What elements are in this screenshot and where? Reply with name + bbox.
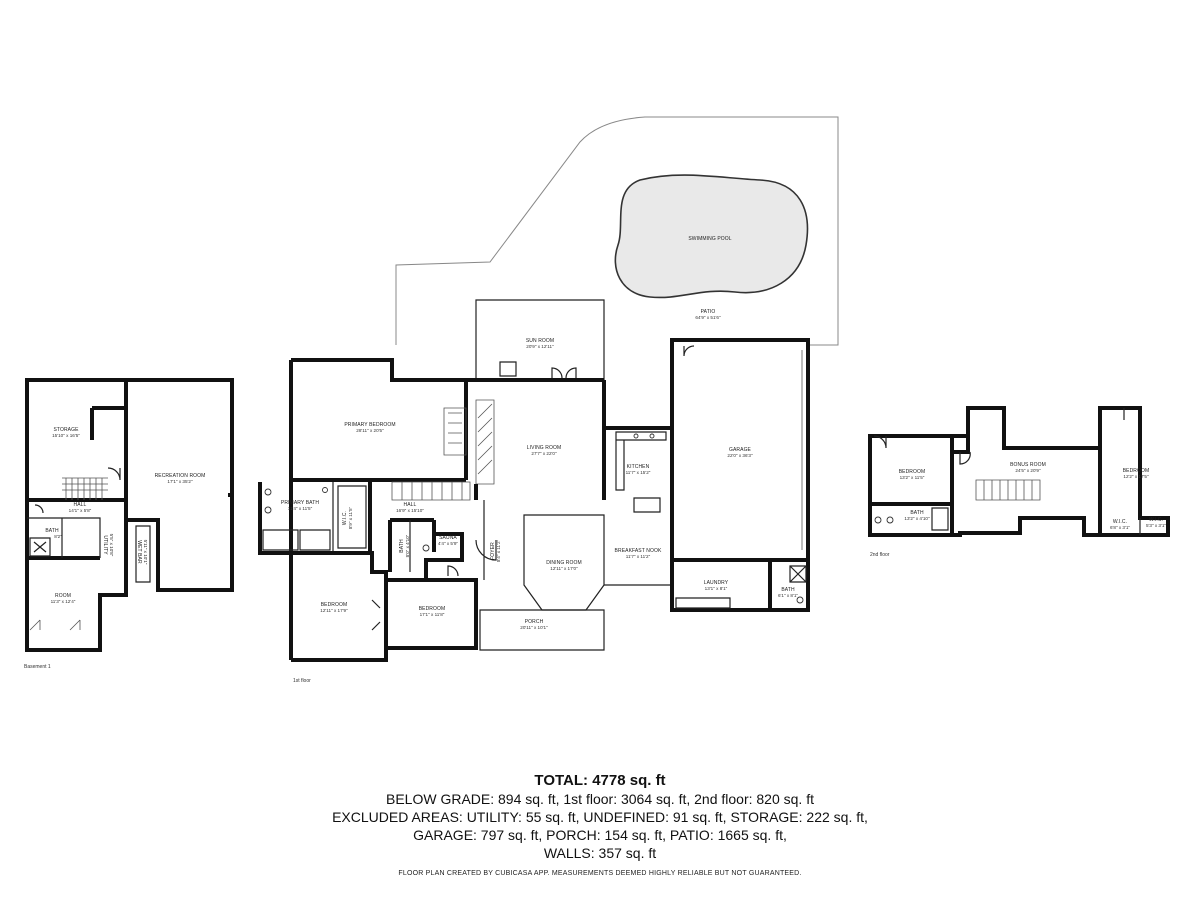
room-dimensions: 12'11" x 17'0" xyxy=(550,566,578,571)
room-name: W.I.C. xyxy=(1113,519,1127,525)
room-dimensions: 20'11" x 10'1" xyxy=(520,625,548,630)
room-name: SWIMMING POOL xyxy=(688,236,731,242)
room-dimensions: 12'11" x 17'9" xyxy=(320,608,348,613)
room-name: SAUNA xyxy=(439,535,457,541)
room-dimensions: 17'1" x 11'8" xyxy=(420,612,445,617)
room-name: GARAGE xyxy=(729,447,752,453)
room-name: PRIMARY BEDROOM xyxy=(344,422,395,428)
room-dimensions: 13'1" x 8'1" xyxy=(705,586,728,591)
room-dimensions: 5'11" x 10'1" xyxy=(143,540,148,565)
first-floor-plan xyxy=(258,299,810,662)
room-name: LAUNDRY xyxy=(704,580,729,586)
basement-floor-plan xyxy=(25,378,234,652)
room-name: BATH xyxy=(910,510,924,516)
room-name: DINING ROOM xyxy=(546,560,582,566)
room-dimensions: 17'1" x 35'2" xyxy=(167,479,193,484)
room-dimensions: 8'9" x 11'5" xyxy=(348,506,353,529)
room-dimensions: 8'0" x 4'10" xyxy=(405,534,410,557)
room-name: PORCH xyxy=(525,619,544,625)
room-dimensions: 28'11" x 20'5" xyxy=(356,428,384,433)
area-summary: TOTAL: 4778 sq. ft BELOW GRADE: 894 sq. … xyxy=(0,772,1200,862)
room-dimensions: 5'5" x 10'8" xyxy=(109,534,114,557)
room-dimensions: 11'7" x 15'2" xyxy=(626,470,651,475)
walls-area-line: WALLS: 357 sq. ft xyxy=(543,845,657,861)
room-dimensions: 11'3" x 12'4" xyxy=(51,599,76,604)
floor-label: 2nd floor xyxy=(870,552,890,558)
room-name: FOYER xyxy=(490,542,496,560)
room-dimensions: 15'10" x 16'5" xyxy=(52,433,80,438)
room-dimensions: 12'2" x 17'5" xyxy=(1123,474,1149,479)
room-dimensions: 22'0" x 36'3" xyxy=(727,453,753,458)
room-dimensions: 16'9" x 15'10" xyxy=(396,508,424,513)
room-name: HALL xyxy=(74,502,87,508)
room-name: BEDROOM xyxy=(899,469,926,475)
room-name: WET BAR xyxy=(136,540,142,564)
excluded-areas-line: GARAGE: 797 sq. ft, PORCH: 154 sq. ft, P… xyxy=(413,827,787,843)
room-dimensions: 5'3" x 3'1" xyxy=(1146,523,1166,528)
room-name: RECREATION ROOM xyxy=(155,473,206,479)
room-dimensions: 4'4" x 5'9" xyxy=(438,541,458,546)
room-dimensions: 24'5" x 20'9" xyxy=(1015,468,1041,473)
room-name: BONUS ROOM xyxy=(1010,462,1046,468)
room-name: BEDROOM xyxy=(419,606,446,612)
room-name: BREAKFAST NOOK xyxy=(615,548,662,554)
room-name: BATH xyxy=(45,528,59,534)
room-name: UTILITY xyxy=(102,535,108,555)
room-dimensions: 27'7" x 22'0" xyxy=(531,451,557,456)
room-dimensions: 6'8" x 3'1" xyxy=(1110,525,1130,530)
floor-label: Basement 1 xyxy=(24,664,51,670)
room-dimensions: 8'2" xyxy=(54,534,62,539)
room-name: BATH xyxy=(781,587,795,593)
room-dimensions: 11'4" x 11'5" xyxy=(288,506,313,511)
room-name: STORAGE xyxy=(53,427,79,433)
total-area: TOTAL: 4778 sq. ft xyxy=(534,772,666,789)
room-name: BATH xyxy=(399,539,405,553)
room-dimensions: 64'9" x 51'6" xyxy=(695,315,721,320)
room-name: BEDROOM xyxy=(1123,468,1150,474)
room-name: W.I.C. xyxy=(1149,517,1163,523)
room-name: W.I.C. xyxy=(342,511,348,525)
second-floor-plan xyxy=(868,406,1170,537)
area-breakdown-line: BELOW GRADE: 894 sq. ft, 1st floor: 3064… xyxy=(386,791,814,807)
floor-label: 1st floor xyxy=(293,678,311,684)
room-name: PATIO xyxy=(701,309,716,315)
room-name: SUN ROOM xyxy=(526,338,554,344)
room-dimensions: 13'2" x 11'5" xyxy=(900,475,925,480)
room-dimensions: 6'1" x 8'1" xyxy=(778,593,798,598)
room-name: HALL xyxy=(404,502,417,508)
room-name: BEDROOM xyxy=(321,602,348,608)
room-name: KITCHEN xyxy=(627,464,650,470)
room-name: ROOM xyxy=(55,593,71,599)
floor-plan-credit: FLOOR PLAN CREATED BY CUBICASA APP. MEAS… xyxy=(398,870,802,877)
room-dimensions: 8'4" x 11'2" xyxy=(496,539,501,562)
excluded-areas-line: EXCLUDED AREAS: UTILITY: 55 sq. ft, UNDE… xyxy=(332,809,868,825)
room-dimensions: 20'9" x 12'11" xyxy=(526,344,554,349)
patio-and-pool xyxy=(395,116,839,346)
room-dimensions: 13'2" x 4'10" xyxy=(904,516,930,521)
room-name: PRIMARY BATH xyxy=(281,500,319,506)
room-dimensions: 11'7" x 11'2" xyxy=(626,554,651,559)
room-name: LIVING ROOM xyxy=(527,445,561,451)
room-dimensions: 14'1" x 5'8" xyxy=(69,508,92,513)
